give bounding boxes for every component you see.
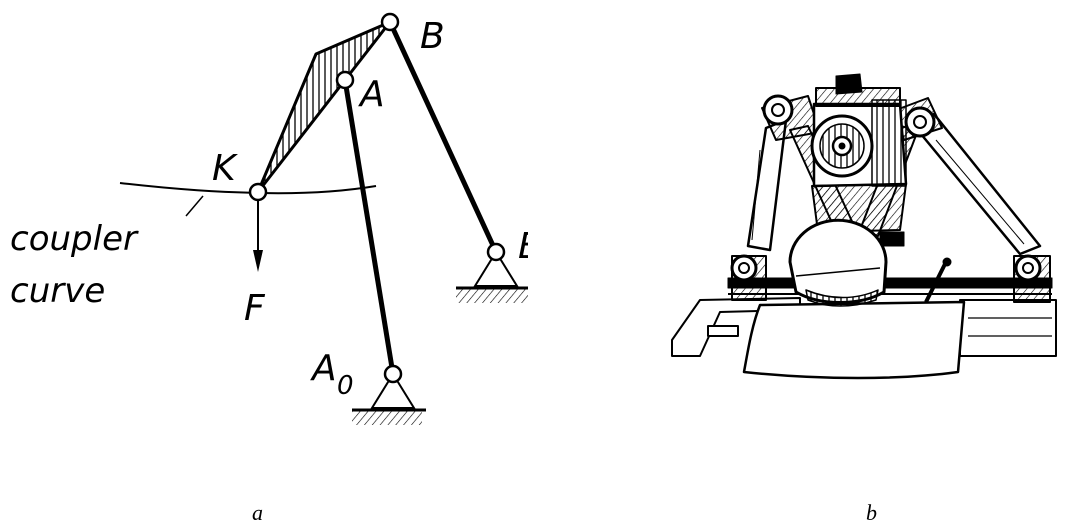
machine-illustration — [671, 73, 1057, 380]
joint-k — [248, 182, 268, 202]
joint-a0 — [383, 364, 403, 384]
right-leg — [914, 112, 1042, 256]
control-lever — [924, 261, 948, 303]
label-k: K — [212, 148, 238, 189]
link-a-a0 — [342, 79, 396, 375]
right-bottom-pivot — [1013, 254, 1051, 303]
base-slot — [707, 325, 739, 337]
caption-a: a — [252, 500, 263, 524]
linkage-diagram: B A K F A 0 B coupler curve — [10, 12, 543, 425]
curve-leader-line — [185, 195, 204, 217]
left-bottom-pivot — [730, 254, 767, 301]
ground-support-a0 — [352, 372, 426, 425]
joint-b0 — [486, 242, 506, 262]
label-coupler: coupler — [10, 219, 139, 259]
force-arrow-head — [253, 250, 263, 272]
label-f: F — [244, 288, 266, 329]
joint-a — [335, 70, 355, 90]
saw-blade — [788, 218, 888, 307]
workpiece-slab — [742, 300, 966, 380]
link-b-b0 — [387, 20, 499, 254]
ground-support-b0 — [456, 250, 528, 303]
coupler-curve — [119, 182, 377, 195]
machine-base-right — [959, 299, 1057, 357]
guide-rail — [727, 277, 1053, 289]
label-a: A — [358, 74, 385, 115]
label-b: B — [420, 16, 445, 57]
joint-b — [380, 12, 400, 32]
label-a0-subscript: 0 — [337, 371, 354, 401]
label-curve: curve — [10, 271, 105, 311]
caption-b: b — [866, 500, 877, 524]
label-b0: B — [518, 226, 543, 267]
label-a0: A — [310, 348, 337, 389]
